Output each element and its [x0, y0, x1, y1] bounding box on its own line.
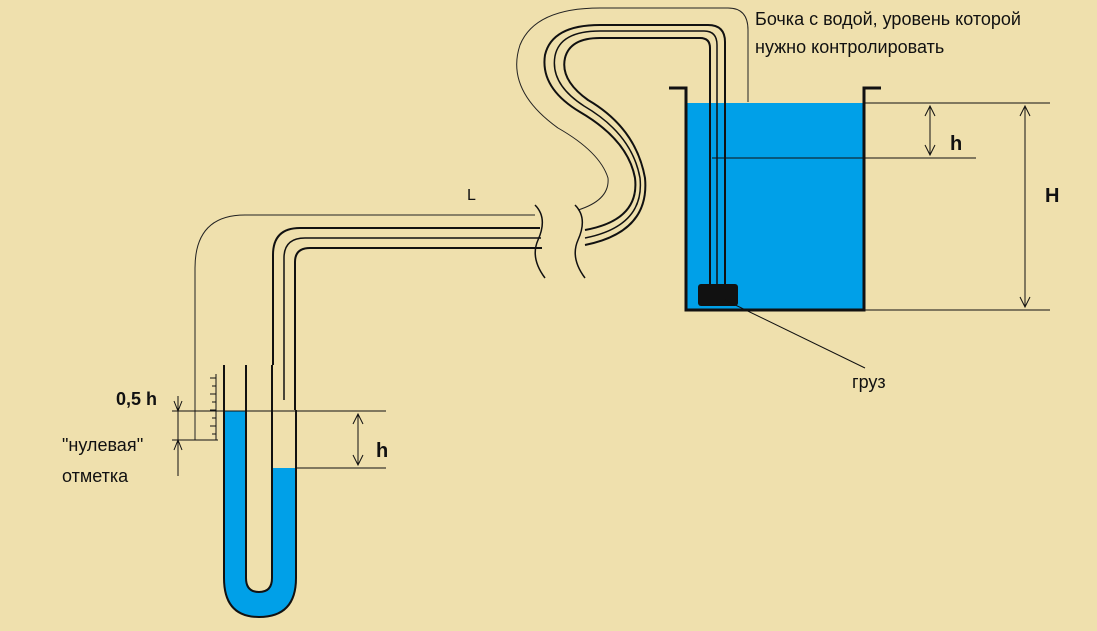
weight-block [698, 284, 738, 306]
tube-core-line [283, 30, 718, 400]
barrel-walls [669, 86, 881, 312]
barrel-h-label: h [950, 133, 963, 155]
barrel-label-line1: Бочка с водой, уровень которой [755, 9, 1021, 29]
zero-mark-label-line2: отметка [62, 466, 129, 486]
zero-mark-label-line1: "нулевая'' [62, 435, 144, 455]
barrel-h-arrowheads [924, 104, 936, 157]
tube-envelope-outline [194, 7, 749, 365]
barrel-H-label: H [1045, 185, 1060, 207]
break-mark-right [574, 204, 586, 279]
length-L-label: L [467, 187, 476, 204]
barrel-water [686, 103, 864, 309]
barrel-label-line2: нужно контролировать [755, 37, 945, 57]
weight-leader-line [724, 299, 866, 369]
manometer-h-label: h [376, 440, 389, 462]
manometer-water [224, 411, 296, 617]
zero-mark-scale [210, 374, 217, 440]
break-mark-left [534, 204, 546, 279]
tube-outer-wall [272, 24, 726, 365]
manometer-h-arrowheads [352, 412, 364, 467]
barrel-H-arrowheads [1019, 104, 1031, 309]
half-h-arrowheads [173, 400, 183, 451]
weight-label: груз [852, 372, 886, 392]
manometer-outer-wall [223, 365, 297, 619]
half-h-label: 0,5 h [116, 389, 158, 409]
tube-inner-wall [294, 37, 711, 410]
manometer-inner-wall [245, 365, 273, 594]
